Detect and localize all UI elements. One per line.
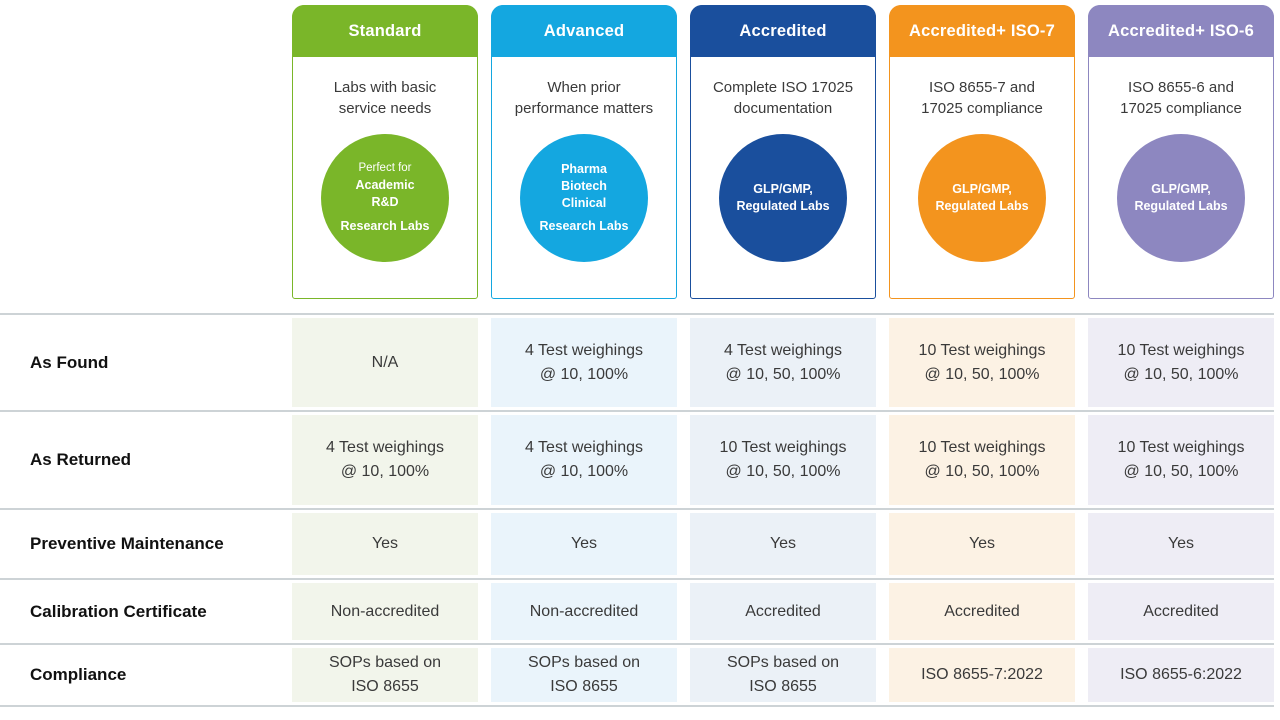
plan-description-line: 17025 compliance <box>1120 100 1242 117</box>
audience-line: Research Labs <box>539 219 629 234</box>
plan-description: ISO 8655-6 and 17025 compliance <box>1089 77 1273 119</box>
plan-description-line: When prior <box>547 79 621 96</box>
audience-badge: GLP/GMP, Regulated Labs <box>1117 134 1245 262</box>
row-header: Preventive Maintenance <box>30 534 224 553</box>
plan-description: Labs with basic service needs <box>293 77 477 119</box>
table-row-preventive-maintenance: Preventive Maintenance Yes Yes Yes Yes Y… <box>0 508 1274 578</box>
plan-description-line: ISO 8655-6 and <box>1128 79 1234 96</box>
plan-title: Standard <box>292 5 478 57</box>
plan-title: Accredited+ ISO-6 <box>1088 5 1274 57</box>
plan-card-standard: Standard Labs with basic service needs P… <box>292 5 478 299</box>
plan-description-line: Complete ISO 17025 <box>712 79 854 96</box>
table-cell: 4 Test weighings @ 10, 100% <box>491 318 677 407</box>
plan-description-line: documentation <box>733 100 833 117</box>
plan-title: Accredited <box>690 5 876 57</box>
table-row-calibration-certificate: Calibration Certificate Non-accredited N… <box>0 578 1274 643</box>
table-cell: Yes <box>292 513 478 575</box>
table-cell: 10 Test weighings @ 10, 50, 100% <box>1088 318 1274 407</box>
audience-line: Research Labs <box>340 218 430 233</box>
plan-description-line: service needs <box>338 100 432 117</box>
audience-badge: Pharma Biotech Clinical Research Labs <box>520 134 648 262</box>
table-cell: 10 Test weighings @ 10, 50, 100% <box>1088 415 1274 505</box>
table-cell: 10 Test weighings @ 10, 50, 100% <box>889 415 1075 505</box>
plan-title: Accredited+ ISO-7 <box>889 5 1075 57</box>
plan-description: Complete ISO 17025 documentation <box>691 77 875 119</box>
plan-card-advanced: Advanced When prior performance matters … <box>491 5 677 299</box>
table-cell: Non-accredited <box>292 583 478 640</box>
table-cell: Yes <box>1088 513 1274 575</box>
plan-card-accredited-iso7: Accredited+ ISO-7 ISO 8655-7 and 17025 c… <box>889 5 1075 299</box>
table-cell: 10 Test weighings @ 10, 50, 100% <box>889 318 1075 407</box>
table-cell: Accredited <box>1088 583 1274 640</box>
plan-description-line: Labs with basic <box>333 79 437 96</box>
row-header: Calibration Certificate <box>30 601 207 621</box>
comparison-table: As Found N/A 4 Test weighings @ 10, 100%… <box>0 313 1274 707</box>
label-column-spacer <box>0 5 279 299</box>
plan-cards-row: Standard Labs with basic service needs P… <box>0 5 1274 299</box>
plan-description: When prior performance matters <box>492 77 676 119</box>
table-cell: SOPs based on ISO 8655 <box>292 648 478 702</box>
row-header: Compliance <box>30 665 127 684</box>
audience-line: Biotech <box>561 178 607 193</box>
audience-line: Perfect for <box>358 162 412 175</box>
table-cell: SOPs based on ISO 8655 <box>690 648 876 702</box>
audience-line: Regulated Labs <box>1134 199 1228 213</box>
table-cell: Accredited <box>690 583 876 640</box>
table-cell: ISO 8655-7:2022 <box>889 648 1075 702</box>
plan-description: ISO 8655-7 and 17025 compliance <box>890 77 1074 119</box>
audience-line: Pharma <box>561 161 607 176</box>
audience-badge: GLP/GMP, Regulated Labs <box>918 134 1046 262</box>
table-cell: 4 Test weighings @ 10, 100% <box>292 415 478 505</box>
plan-card-accredited-iso6: Accredited+ ISO-6 ISO 8655-6 and 17025 c… <box>1088 5 1274 299</box>
table-cell: SOPs based on ISO 8655 <box>491 648 677 702</box>
plan-card-accredited: Accredited Complete ISO 17025 documentat… <box>690 5 876 299</box>
table-cell: Non-accredited <box>491 583 677 640</box>
table-cell: Yes <box>491 513 677 575</box>
audience-badge: Perfect for Academic R&D Research Labs <box>321 134 449 262</box>
audience-line: Clinical <box>561 195 607 210</box>
table-cell: ISO 8655-6:2022 <box>1088 648 1274 702</box>
audience-line: GLP/GMP, <box>753 182 813 197</box>
table-cell: 4 Test weighings @ 10, 100% <box>491 415 677 505</box>
row-header: As Returned <box>30 450 132 469</box>
audience-line: GLP/GMP, <box>1151 182 1211 197</box>
audience-badge: GLP/GMP, Regulated Labs <box>719 134 847 262</box>
table-cell: Accredited <box>889 583 1075 640</box>
plan-description-line: performance matters <box>514 100 654 117</box>
plan-description-line: ISO 8655-7 and <box>929 79 1035 96</box>
table-row-as-found: As Found N/A 4 Test weighings @ 10, 100%… <box>0 313 1274 410</box>
audience-line: Regulated Labs <box>935 199 1029 213</box>
table-cell: N/A <box>292 318 478 407</box>
table-cell: 4 Test weighings @ 10, 50, 100% <box>690 318 876 407</box>
audience-line: Regulated Labs <box>736 199 830 213</box>
plan-description-line: 17025 compliance <box>921 100 1043 117</box>
audience-line: R&D <box>371 194 399 209</box>
plan-title: Advanced <box>491 5 677 57</box>
audience-line: GLP/GMP, <box>952 182 1012 197</box>
table-cell: Yes <box>889 513 1075 575</box>
row-header: As Found <box>30 352 109 372</box>
table-row-compliance: Compliance SOPs based on ISO 8655 SOPs b… <box>0 643 1274 705</box>
audience-line: Academic <box>355 177 415 192</box>
table-row-as-returned: As Returned 4 Test weighings @ 10, 100% … <box>0 410 1274 508</box>
table-cell: Yes <box>690 513 876 575</box>
table-cell: 10 Test weighings @ 10, 50, 100% <box>690 415 876 505</box>
